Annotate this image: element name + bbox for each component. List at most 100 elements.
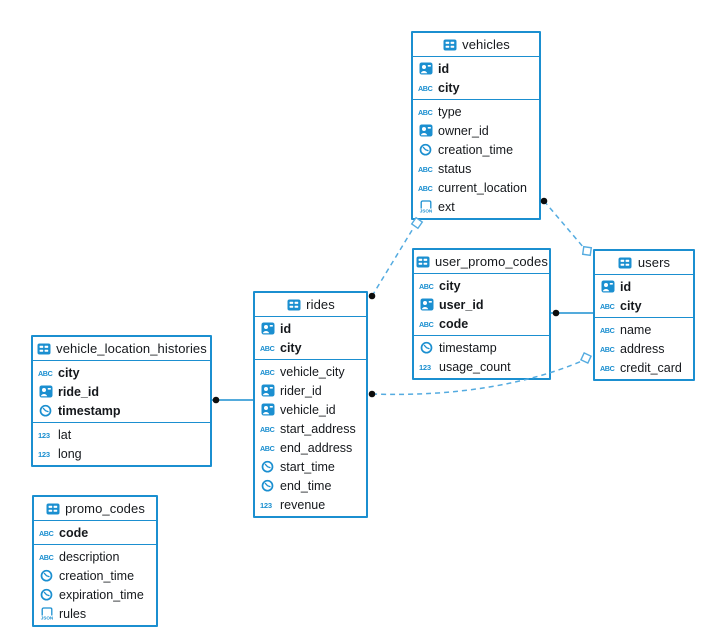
column-row-usage_count: 123 usage_count	[414, 357, 549, 376]
column-row-vehicle_city: ABC vehicle_city	[255, 362, 366, 381]
column-row-rider_id: rider_id	[255, 381, 366, 400]
string-icon: ABC	[418, 81, 433, 95]
fields-section: timestamp 123 usage_count	[414, 336, 549, 378]
column-label: city	[438, 80, 460, 95]
column-label: ext	[438, 199, 455, 214]
column-label: timestamp	[439, 340, 497, 355]
svg-text:JSON: JSON	[419, 208, 432, 213]
table-header: user_promo_codes	[414, 250, 549, 274]
column-row-type: ABC type	[413, 102, 539, 121]
column-row-status: ABC status	[413, 159, 539, 178]
column-label: usage_count	[439, 359, 511, 374]
svg-text:ABC: ABC	[418, 108, 433, 117]
column-label: revenue	[280, 497, 326, 512]
column-label: rules	[59, 606, 87, 621]
table-icon	[618, 256, 633, 270]
table-header: vehicles	[413, 33, 539, 57]
timestamp-icon	[39, 588, 54, 602]
uuid-icon	[260, 384, 275, 398]
svg-text:ABC: ABC	[419, 320, 434, 329]
column-row-end_time: end_time	[255, 476, 366, 495]
number-icon: 123	[38, 447, 53, 461]
fields-section: 123 lat 123 long	[33, 423, 210, 465]
column-label: city	[439, 278, 461, 293]
uuid-icon	[38, 385, 53, 399]
table-header: vehicle_location_histories	[33, 337, 210, 361]
column-label: description	[59, 549, 120, 564]
column-row-ride_id: ride_id	[33, 382, 210, 401]
table-name: vehicles	[462, 37, 510, 52]
number-icon: 123	[260, 498, 275, 512]
column-row-id: id	[413, 59, 539, 78]
column-label: current_location	[438, 180, 527, 195]
uuid-icon	[419, 298, 434, 312]
column-label: user_id	[439, 297, 484, 312]
column-row-vehicle_id: vehicle_id	[255, 400, 366, 419]
column-label: start_time	[280, 459, 335, 474]
column-label: address	[620, 341, 665, 356]
column-label: type	[438, 104, 462, 119]
column-label: ride_id	[58, 384, 99, 399]
svg-text:ABC: ABC	[39, 553, 54, 562]
table-header: users	[595, 251, 693, 275]
column-label: timestamp	[58, 403, 121, 418]
string-icon: ABC	[260, 365, 275, 379]
column-label: lat	[58, 427, 72, 442]
column-label: start_address	[280, 421, 356, 436]
column-row-id: id	[595, 277, 693, 296]
table-name: user_promo_codes	[435, 254, 548, 269]
column-label: city	[620, 298, 642, 313]
svg-text:123: 123	[419, 363, 431, 372]
svg-text:ABC: ABC	[418, 165, 433, 174]
timestamp-icon	[418, 143, 433, 157]
svg-text:123: 123	[38, 450, 50, 459]
string-icon: ABC	[39, 550, 54, 564]
timestamp-icon	[419, 341, 434, 355]
string-icon: ABC	[600, 323, 615, 337]
column-label: long	[58, 446, 82, 461]
column-label: vehicle_city	[280, 364, 345, 379]
table-name: rides	[306, 297, 335, 312]
column-label: id	[438, 61, 450, 76]
column-label: name	[620, 322, 652, 337]
column-label: code	[59, 525, 89, 540]
timestamp-icon	[260, 460, 275, 474]
primary-key-section: ABC city ride_id timestamp	[33, 361, 210, 423]
column-label: credit_card	[620, 360, 682, 375]
svg-text:ABC: ABC	[38, 369, 53, 378]
uuid-icon	[418, 124, 433, 138]
string-icon: ABC	[418, 181, 433, 195]
svg-text:ABC: ABC	[600, 326, 615, 335]
svg-text:ABC: ABC	[418, 184, 433, 193]
timestamp-icon	[260, 479, 275, 493]
column-row-id: id	[255, 319, 366, 338]
column-label: status	[438, 161, 472, 176]
svg-text:123: 123	[38, 431, 50, 440]
column-label: city	[58, 365, 80, 380]
column-label: creation_time	[59, 568, 135, 583]
column-row-description: ABC description	[34, 547, 156, 566]
column-row-name: ABC name	[595, 320, 693, 339]
column-row-start_address: ABC start_address	[255, 419, 366, 438]
svg-text:ABC: ABC	[260, 425, 275, 434]
table-name: users	[637, 255, 671, 270]
string-icon: ABC	[419, 279, 434, 293]
